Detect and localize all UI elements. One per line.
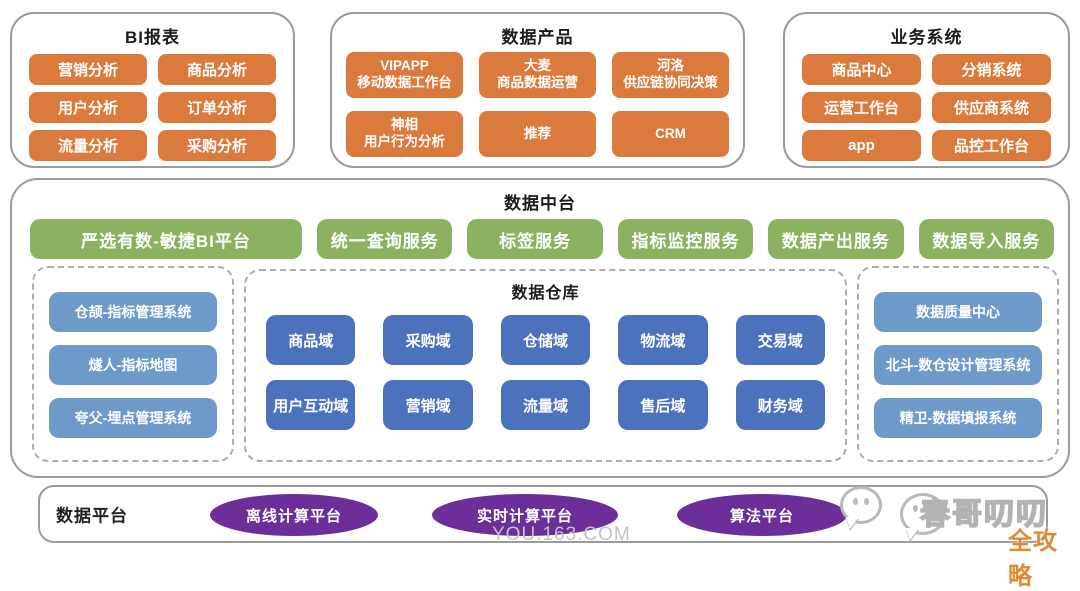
- node-kuafu-tracking-mgmt: 夸父-埋点管理系统: [49, 398, 217, 438]
- node-label-line1: 神相: [391, 117, 418, 133]
- node-label-line2: 商品数据运营: [497, 75, 578, 90]
- node-label-line1: VIPAPP: [380, 58, 429, 74]
- panel-data-products: 数据产品 VIPAPP 移动数据工作台 大麦 商品数据运营 河洛 供应链协同决策…: [330, 12, 745, 168]
- node-distribution-system: 分销系统: [932, 54, 1051, 85]
- node-suiren-metric-map: 燧人-指标地图: [49, 345, 217, 385]
- node-product-analysis: 商品分析: [158, 54, 276, 85]
- panel-bi-title: BI报表: [125, 28, 180, 47]
- node-quality-control-workbench: 品控工作台: [932, 130, 1051, 161]
- node-recommendation: 推荐: [479, 111, 596, 157]
- service-row: 严选有数-敏捷BI平台 统一查询服务 标签服务 指标监控服务 数据产出服务 数据…: [30, 219, 1055, 259]
- node-offline-computing-platform: 离线计算平台: [210, 494, 378, 536]
- panel-business-systems: 业务系统 商品中心 分销系统 运营工作台 供应商系统 app 品控工作台: [783, 12, 1070, 168]
- node-unified-query-service: 统一查询服务: [317, 219, 453, 259]
- node-marketing-domain: 营销域: [383, 380, 473, 430]
- node-aftersales-domain: 售后域: [618, 380, 708, 430]
- node-metric-monitor-service: 指标监控服务: [617, 219, 754, 259]
- node-data-quality-center: 数据质量中心: [874, 292, 1042, 332]
- node-data-output-service: 数据产出服务: [768, 219, 904, 259]
- node-cangjie-metric-mgmt: 仓颉-指标管理系统: [49, 292, 217, 332]
- node-goods-domain: 商品域: [266, 315, 356, 365]
- node-product-center: 商品中心: [802, 54, 921, 85]
- node-label-line2: 用户行为分析: [364, 134, 445, 149]
- watermark-site-url: YOU.163.COM: [492, 524, 631, 545]
- panel-business-systems-title: 业务系统: [890, 28, 963, 47]
- node-shenxiang-user-behavior: 神相 用户行为分析: [346, 111, 463, 157]
- group-metric-tools: 仓颉-指标管理系统 燧人-指标地图 夸父-埋点管理系统: [32, 266, 234, 462]
- node-vipapp-mobile-workbench: VIPAPP 移动数据工作台: [346, 52, 463, 98]
- node-damai-product-data-ops: 大麦 商品数据运营: [479, 52, 596, 98]
- node-procurement-analysis: 采购分析: [158, 130, 276, 161]
- panel-data-platform-title: 数据平台: [56, 506, 128, 526]
- data-products-grid: VIPAPP 移动数据工作台 大麦 商品数据运营 河洛 供应链协同决策 神相 用…: [346, 52, 729, 157]
- group-data-warehouse: 数据仓库 商品域 采购域 仓储域 物流域 交易域 用户互动域 营销域 流量域 售…: [244, 269, 847, 462]
- node-yanxuan-agile-bi: 严选有数-敏捷BI平台: [30, 219, 302, 259]
- node-marketing-analysis: 营销分析: [29, 54, 147, 85]
- node-label-line1: 河洛: [657, 58, 684, 74]
- panel-bi-reports: BI报表 营销分析 商品分析 用户分析 订单分析 流量分析 采购分析: [10, 12, 295, 168]
- node-app: app: [802, 130, 921, 161]
- node-label-line1: 大麦: [524, 58, 551, 74]
- wechat-bubble-icon: [840, 486, 882, 529]
- watermark-brand: 春哥叨叨: [919, 497, 1048, 532]
- bi-reports-grid: 营销分析 商品分析 用户分析 订单分析 流量分析 采购分析: [29, 54, 276, 161]
- node-tag-service: 标签服务: [467, 219, 603, 259]
- panel-middle-title: 数据中台: [504, 194, 576, 213]
- node-traffic-analysis: 流量分析: [29, 130, 147, 161]
- business-systems-grid: 商品中心 分销系统 运营工作台 供应商系统 app 品控工作台: [802, 54, 1051, 161]
- node-order-analysis: 订单分析: [158, 92, 276, 123]
- node-user-analysis: 用户分析: [29, 92, 147, 123]
- watermark-badge: 全攻略: [1008, 528, 1058, 590]
- node-operation-workbench: 运营工作台: [802, 92, 921, 123]
- node-finance-domain: 财务域: [735, 380, 825, 430]
- panel-data-products-title: 数据产品: [501, 28, 574, 47]
- node-traffic-domain: 流量域: [500, 380, 591, 430]
- data-warehouse-title: 数据仓库: [511, 285, 580, 302]
- node-warehouse-domain: 仓储域: [500, 315, 591, 365]
- node-heluo-supply-chain-decision: 河洛 供应链协同决策: [612, 52, 729, 98]
- warehouse-domains-grid: 商品域 采购域 仓储域 物流域 交易域 用户互动域 营销域 流量域 售后域 财务…: [266, 315, 825, 430]
- node-logistics-domain: 物流域: [618, 315, 708, 365]
- group-data-governance-tools: 数据质量中心 北斗-数仓设计管理系统 精卫-数据填报系统: [857, 266, 1059, 462]
- node-jingwei-data-reporting: 精卫-数据填报系统: [874, 398, 1042, 438]
- node-label-line1: 推荐: [524, 125, 551, 141]
- node-label-line2: 移动数据工作台: [357, 75, 452, 90]
- node-label-line2: 供应链协同决策: [623, 75, 718, 90]
- node-supplier-system: 供应商系统: [932, 92, 1051, 123]
- node-data-import-service: 数据导入服务: [918, 219, 1055, 259]
- node-beidou-dw-design-mgmt: 北斗-数仓设计管理系统: [874, 345, 1042, 385]
- node-procurement-domain: 采购域: [383, 315, 473, 365]
- node-label-line1: CRM: [655, 125, 686, 141]
- panel-data-platform: 数据平台 离线计算平台 实时计算平台 算法平台: [38, 485, 1048, 543]
- node-trade-domain: 交易域: [735, 315, 825, 365]
- node-realtime-computing-platform: 实时计算平台: [432, 494, 618, 536]
- panel-data-middle-platform: 数据中台 严选有数-敏捷BI平台 统一查询服务 标签服务 指标监控服务 数据产出…: [10, 178, 1070, 478]
- node-user-interaction-domain: 用户互动域: [266, 380, 356, 430]
- node-crm: CRM: [612, 111, 729, 157]
- wechat-bubble-icon: [900, 493, 946, 540]
- node-algorithm-platform: 算法平台: [677, 494, 847, 536]
